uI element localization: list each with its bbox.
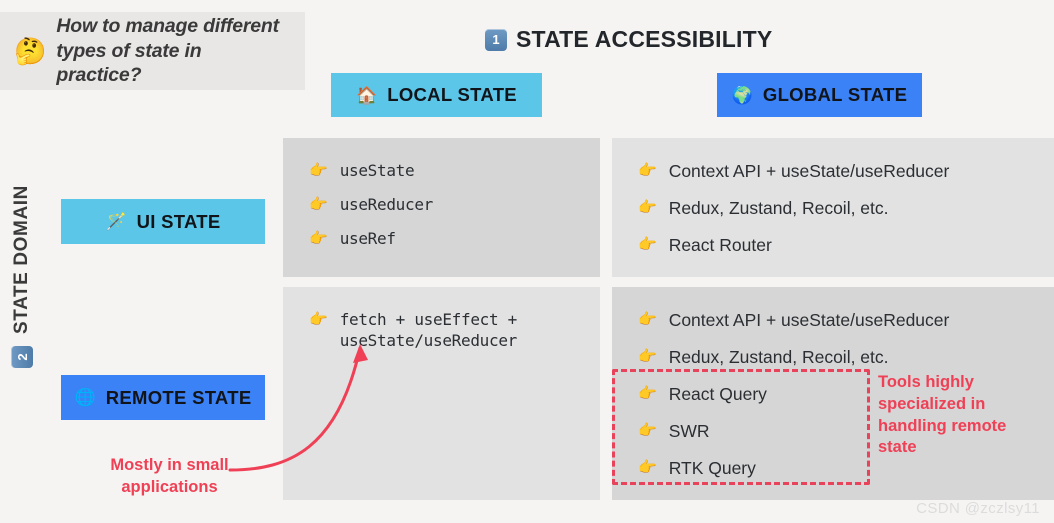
list-item-label: useReducer xyxy=(339,195,434,215)
globe-meridians-emoji: 🌐 xyxy=(74,388,96,407)
list-item-label: SWR xyxy=(668,421,710,442)
list-item-label: useState xyxy=(339,161,415,180)
list-item: 👉 SWR xyxy=(638,420,1054,443)
list-item-label: React Router xyxy=(668,235,772,256)
pointing-right-emoji: 👉 xyxy=(309,196,328,214)
state-domain-axis-label: STATE DOMAIN xyxy=(11,185,32,334)
list-item-label: Context API + useState/useReducer xyxy=(668,310,950,330)
row-header-remote-state-label: REMOTE STATE xyxy=(105,386,252,408)
list-item: 👉 useRef xyxy=(309,228,600,249)
list-item-label: React Query xyxy=(668,384,767,405)
annotation-remote-tools-emphasis: remote xyxy=(951,416,1007,435)
watermark: CSDN @zczlsy11 xyxy=(916,500,1040,517)
thinking-face-emoji: 🤔 xyxy=(14,36,47,66)
list-item: 👉 Redux, Zustand, Recoil, etc. xyxy=(638,197,1054,220)
row-header-ui-state: 🪄 UI STATE xyxy=(61,199,265,244)
pointing-right-emoji: 👉 xyxy=(638,385,657,403)
badge-two-icon: 2 xyxy=(11,346,33,368)
list-item: 👉 Context API + useState/useReducer xyxy=(638,309,1054,332)
annotation-small-applications: Mostly in small applications xyxy=(110,456,229,496)
pointing-right-emoji: 👉 xyxy=(638,348,657,366)
list-item-label: Redux, Zustand, Recoil, etc. xyxy=(668,198,889,219)
list-item: 👉 Context API + useState/useReducer xyxy=(638,160,1054,183)
state-accessibility-title-text: STATE ACCESSIBILITY xyxy=(516,26,773,52)
row-header-ui-state-label: UI STATE xyxy=(136,210,221,232)
list-item: 👉 React Query xyxy=(638,383,1054,406)
list-item-label: fetch + useEffect + useState/useReducer xyxy=(339,310,518,351)
house-emoji: 🏠 xyxy=(356,85,378,105)
column-header-global-state-label: GLOBAL STATE xyxy=(762,84,908,105)
list-item: 👉 React Router xyxy=(638,234,1054,257)
annotation-remote-tools-prefix: Tools highly specialized in handling xyxy=(878,373,986,435)
list-item: 👉 fetch + useEffect + useState/useReduce… xyxy=(309,309,600,351)
pointing-right-emoji: 👉 xyxy=(309,311,328,328)
pointing-right-emoji: 👉 xyxy=(638,162,657,179)
pointing-right-emoji: 👉 xyxy=(309,162,328,179)
list-item: 👉 RTK Query xyxy=(638,457,1054,480)
cell-remote-global-state: 👉 Context API + useState/useReducer 👉 Re… xyxy=(612,287,1054,500)
list-item: 👉 useReducer xyxy=(309,194,600,215)
pointing-right-emoji: 👉 xyxy=(638,311,657,328)
cell-ui-global-state: 👉 Context API + useState/useReducer 👉 Re… xyxy=(612,138,1054,277)
list-item: 👉 useState xyxy=(309,160,600,181)
question-text: How to manage different types of state i… xyxy=(56,14,279,87)
cell-ui-local-state: 👉 useState 👉 useReducer 👉 useRef xyxy=(283,138,600,277)
list-item-label: Context API + useState/useReducer xyxy=(668,161,950,181)
magic-wand-emoji: 🪄 xyxy=(105,212,127,231)
row-header-remote-state: 🌐 REMOTE STATE xyxy=(61,375,265,420)
pointing-right-emoji: 👉 xyxy=(638,459,657,477)
list-item-label: useRef xyxy=(339,229,396,249)
state-accessibility-title: 1 STATE ACCESSIBILITY xyxy=(485,26,772,53)
pointing-right-emoji: 👉 xyxy=(638,422,657,440)
pointing-right-emoji: 👉 xyxy=(638,236,657,254)
globe-europe-africa-emoji: 🌍 xyxy=(731,85,753,105)
annotation-remote-tools: Tools highly specialized in handling rem… xyxy=(878,372,1043,459)
question-banner: 🤔 How to manage different types of state… xyxy=(0,12,305,90)
cell-remote-local-state: 👉 fetch + useEffect + useState/useReduce… xyxy=(283,287,600,500)
state-matrix: 👉 useState 👉 useReducer 👉 useRef 👉 Conte… xyxy=(283,138,1054,500)
column-header-global-state: 🌍 GLOBAL STATE xyxy=(717,73,922,117)
column-header-local-state-label: LOCAL STATE xyxy=(387,84,517,105)
badge-one-icon: 1 xyxy=(485,28,507,51)
list-item-label: RTK Query xyxy=(668,458,756,479)
column-header-local-state: 🏠 LOCAL STATE xyxy=(331,73,542,117)
list-item-label: Redux, Zustand, Recoil, etc. xyxy=(668,347,889,368)
pointing-right-emoji: 👉 xyxy=(309,230,328,248)
state-domain-axis: STATE DOMAIN 2 xyxy=(5,185,39,410)
annotation-remote-tools-suffix: state xyxy=(878,438,917,457)
pointing-right-emoji: 👉 xyxy=(638,199,657,217)
curved-arrow-icon xyxy=(228,344,368,472)
list-item: 👉 Redux, Zustand, Recoil, etc. xyxy=(638,346,1054,369)
